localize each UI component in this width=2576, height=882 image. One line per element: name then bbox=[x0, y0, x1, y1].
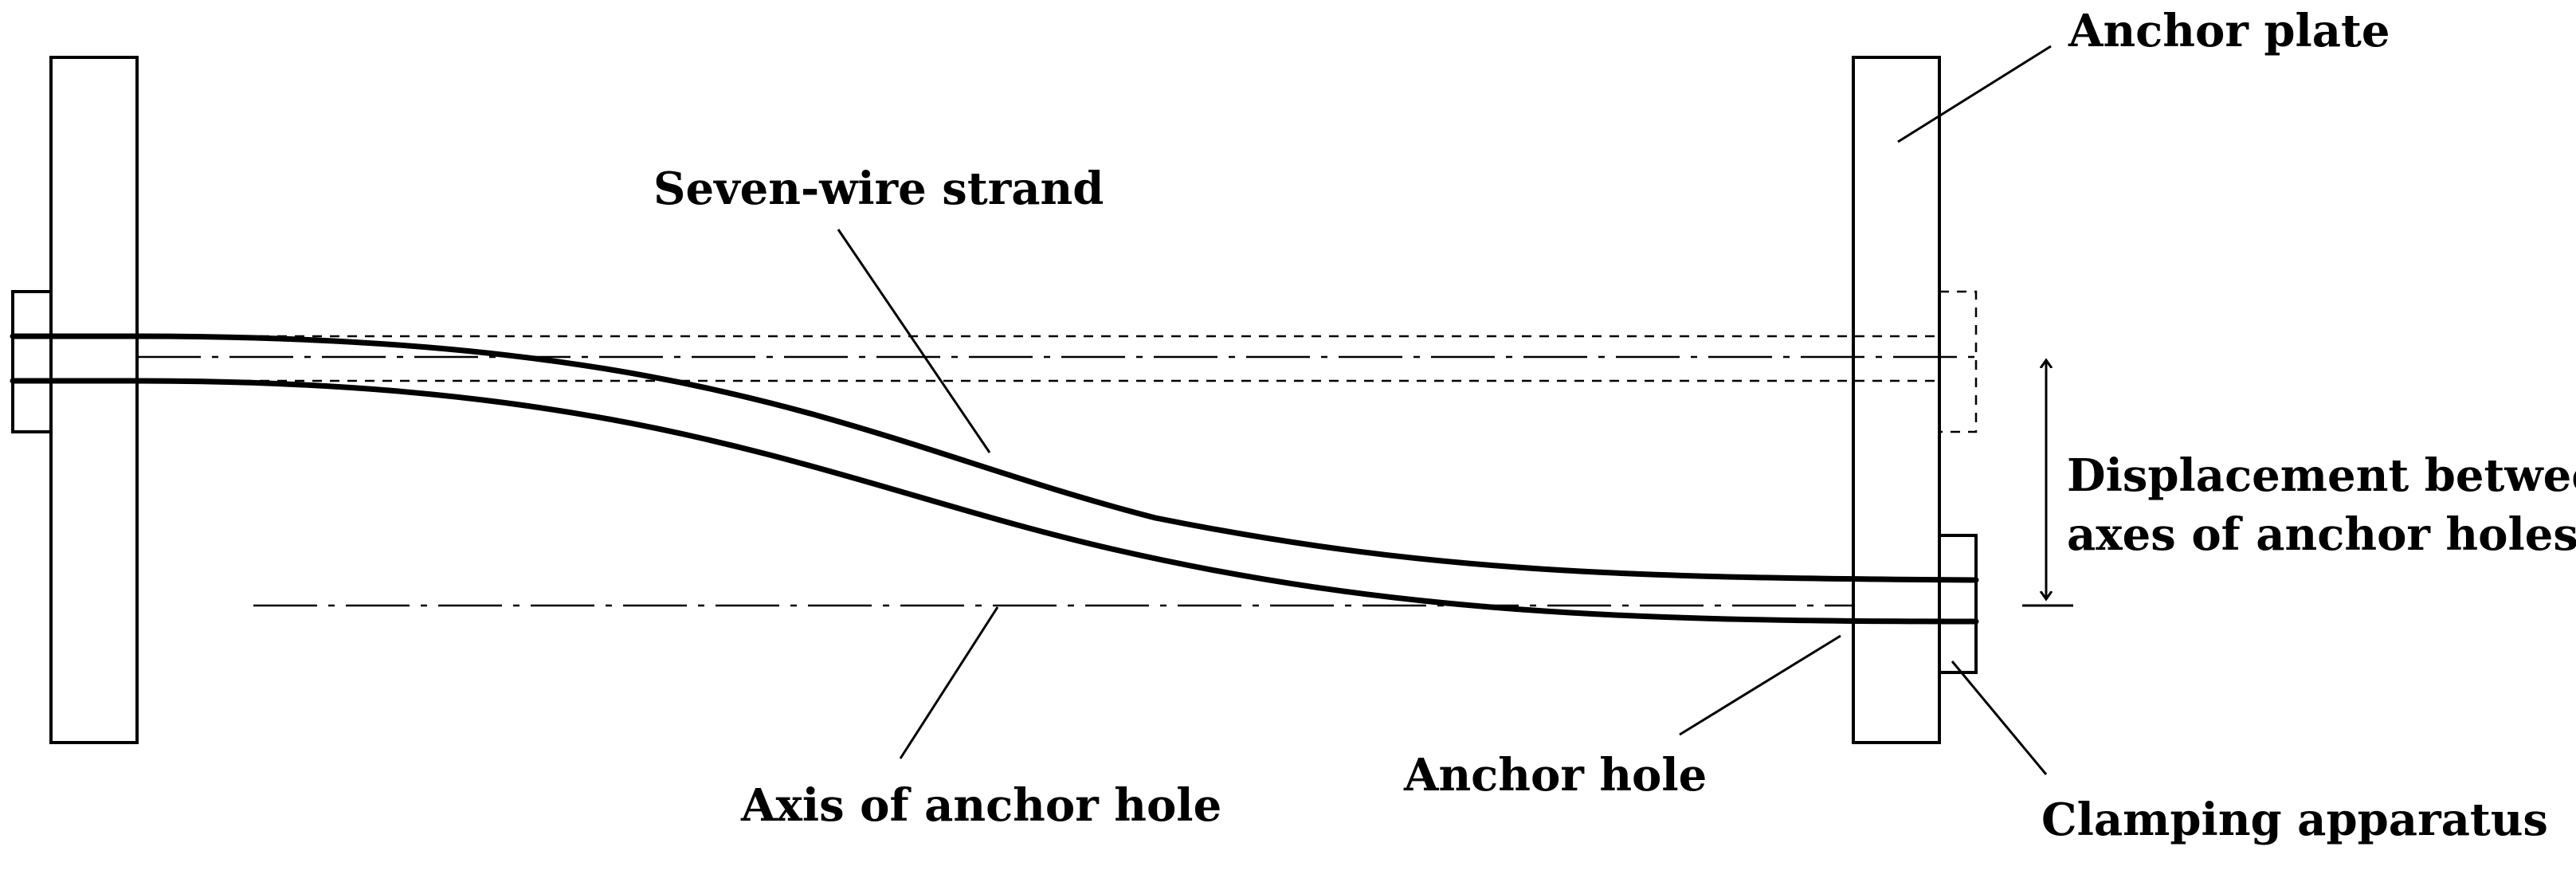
displacement-label-line2: axes of anchor holes bbox=[2067, 508, 2576, 561]
axis-of-anchor-hole-leader bbox=[899, 606, 999, 759]
seven-wire-strand-top-edge bbox=[10, 333, 1979, 583]
anchor-hole-leader bbox=[1679, 634, 1841, 736]
seven-wire-strand-bottom-edge bbox=[10, 378, 1979, 625]
axis-of-anchor-hole-label: Axis of anchor hole bbox=[740, 779, 1221, 832]
seven-wire-strand-leader bbox=[837, 229, 991, 453]
anchor-hole-label: Anchor hole bbox=[1403, 749, 1707, 802]
seven-wire-strand-label: Seven-wire strand bbox=[653, 163, 1104, 215]
anchor-plate-leader bbox=[1897, 45, 2052, 143]
anchor-plate-label: Anchor plate bbox=[2068, 5, 2390, 57]
left-anchor-plate bbox=[49, 56, 139, 744]
clamping-apparatus-leader bbox=[1951, 661, 2048, 775]
right-clamping-apparatus bbox=[1938, 534, 1978, 674]
right-anchor-plate bbox=[1852, 56, 1941, 744]
left-clamping-apparatus bbox=[11, 290, 53, 433]
clamping-apparatus-label: Clamping apparatus bbox=[2041, 794, 2548, 846]
reference-clamping-apparatus bbox=[1938, 290, 1978, 433]
displacement-label-line1: Displacement between bbox=[2067, 449, 2576, 502]
